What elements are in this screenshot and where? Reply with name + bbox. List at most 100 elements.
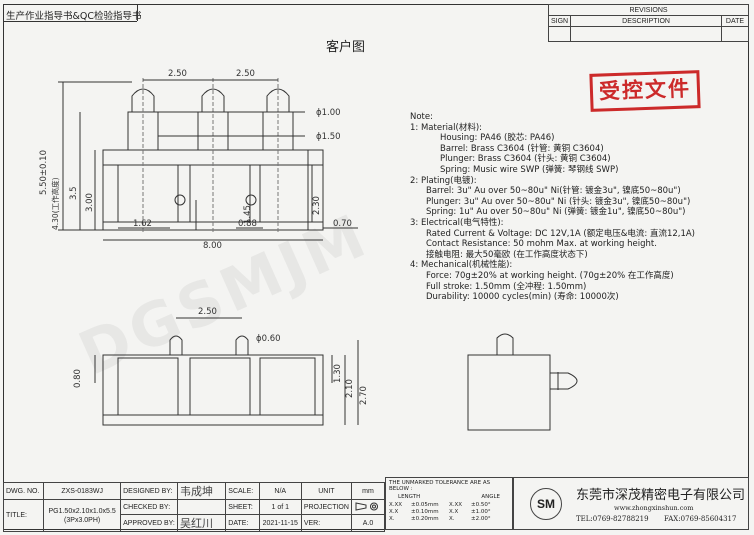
projection-icon — [355, 502, 378, 511]
tol-cell: X.X — [389, 509, 399, 515]
note-line: 1: Material(材料): — [410, 122, 483, 133]
dwg-no: ZXS-0183WJ — [43, 482, 122, 500]
checked-by — [176, 499, 227, 515]
tol-cell: X. — [449, 516, 455, 522]
revisions-table: REVISIONS SIGN DESCRIPTION DATE — [547, 4, 749, 42]
note-line: Full stroke: 1.50mm (全冲程: 1.50mm) — [426, 281, 587, 292]
title-block: DWG. NO. ZXS-0183WJ DESIGNED BY: 韦成坤 SCA… — [2, 482, 385, 532]
note-line: Contact Resistance: 50 mohm Max. at work… — [426, 239, 657, 250]
tol-cell: ±0.10mm — [411, 509, 439, 515]
company-block: SM 东莞市深茂精密电子有限公司 www.zhongxinshun.com TE… — [513, 477, 749, 530]
dim-length: 8.00 — [203, 241, 222, 251]
note-line: Plunger: 3u" Au over 50~80u" Ni (针头: 镀金3… — [426, 196, 691, 207]
tol-cell: ±1.00° — [471, 509, 491, 515]
tol-cell: ±0.20mm — [411, 516, 439, 522]
checked-label: CHECKED BY: — [120, 499, 178, 515]
housing-bottom — [102, 354, 324, 426]
scale-value: N/A — [258, 482, 302, 500]
header-divider — [3, 21, 137, 22]
dim-0-70: 0.70 — [333, 219, 352, 229]
dim-2-30: 2.30 — [312, 196, 322, 215]
drawing-title: 客户图 — [326, 40, 366, 55]
tol-angle-label: ANGLE — [481, 494, 500, 500]
dim-total-height: 5.50±0.10 — [39, 150, 49, 195]
dim-barrel-dia: ϕ1.50 — [316, 132, 341, 142]
side-view-body — [467, 354, 551, 431]
tol-cell: X. — [389, 516, 395, 522]
unit-label: UNIT — [300, 482, 353, 500]
dim-3-5: 3.5 — [69, 186, 79, 200]
ver-label: VER: — [300, 514, 353, 532]
tol-cell: ±0.05mm — [411, 502, 439, 508]
dim-2-10: 2.10 — [345, 379, 355, 398]
tol-cell: ±0.50° — [471, 502, 491, 508]
note-line: Housing: PA46 (胶芯: PA46) — [440, 133, 555, 144]
dim-working-height: 4.30(工作高度) — [50, 177, 60, 230]
dim-1-45: 1.45 — [243, 205, 253, 224]
note-line: Plunger: Brass C3604 (针头: 黄铜 C3604) — [440, 154, 611, 165]
notes-block: Note: 1: Material(材料): Housing: PA46 (胶芯… — [410, 112, 695, 303]
title-line-2: (3Px3.0PH) — [64, 516, 101, 524]
tol-cell: X.XX — [449, 502, 463, 508]
designed-label: DESIGNED BY: — [120, 482, 178, 500]
note-line: Rated Current & Voltage: DC 12V,1A (额定电压… — [426, 228, 696, 239]
dim-0-88: 0.88 — [238, 219, 257, 229]
dim-pad-dia: ϕ0.60 — [256, 334, 281, 344]
dwg-no-label: DWG. NO. — [2, 482, 45, 500]
dim-0-80: 0.80 — [73, 369, 83, 388]
approved-label: APPROVED BY: — [120, 514, 178, 532]
tol-row: X.X ±0.10mm X.X ±1.00° — [389, 509, 509, 516]
dim-bottom-pitch: 2.50 — [198, 307, 217, 317]
ver-value: A.0 — [351, 514, 385, 532]
sheet-label: SHEET: — [225, 499, 260, 515]
tol-title: THE UNMARKED TOLERANCE ARE AS BELOW : — [389, 480, 491, 492]
note-line: 接触电阻: 最大50毫欧 (在工作高度状态下) — [426, 249, 588, 260]
note-line: Spring: Music wire SWP (弹簧: 琴钢线 SWP) — [440, 164, 619, 175]
tol-cell: ±2.00° — [471, 516, 491, 522]
sheet-value: 1 of 1 — [258, 499, 302, 515]
tolerance-block: THE UNMARKED TOLERANCE ARE AS BELOW : LE… — [385, 477, 513, 530]
note-line: Barrel: 3u" Au over 50~80u" Ni(针管: 镀金3u"… — [426, 186, 681, 197]
dim-2-70: 2.70 — [359, 386, 369, 405]
tol-row: X. ±0.20mm X. ±2.00° — [389, 516, 509, 523]
note-line: Barrel: Brass C3604 (针管: 黄铜 C3604) — [440, 143, 604, 154]
date-value: 2021-11-15 — [258, 514, 302, 532]
dim-1-30: 1.30 — [333, 364, 343, 383]
note-line: Durability: 10000 cycles(min) (寿命: 10000… — [426, 292, 619, 303]
title-label: TITLE: — [2, 499, 45, 532]
designed-by: 韦成坤 — [176, 482, 227, 500]
tol-length-label: LENGTH — [398, 494, 421, 500]
company-tel: TEL:0769-82788219 — [576, 515, 649, 523]
doc-type-label: 生产作业指导书&QC检验指导书 — [6, 11, 142, 22]
tol-cell: X.XX — [389, 502, 403, 508]
note-line: Spring: 1u" Au over 50~80u" Ni (弹簧: 镀金1u… — [426, 207, 686, 218]
tol-row: X.XX ±0.05mm X.XX ±0.50° — [389, 502, 509, 509]
tol-cell: X.X — [449, 509, 459, 515]
projection-label: PROJECTION — [300, 499, 353, 515]
title-value: PG1.50x2.10x1.0x5.5 (3Px3.0PH) — [43, 499, 122, 532]
note-line: 4: Mechanical(机械性能): — [410, 260, 513, 271]
note-line: 3: Electrical(电气特性): — [410, 217, 504, 228]
unit-value: mm — [351, 482, 385, 500]
date-label: DATE: — [225, 514, 260, 532]
projection-symbol — [351, 499, 385, 515]
note-line: 2: Plating(电镀): — [410, 175, 477, 186]
header-divider-v — [137, 4, 138, 21]
dim-tip-dia: ϕ1.00 — [316, 108, 341, 118]
dim-3-00: 3.00 — [85, 193, 95, 212]
note-line: Note: — [410, 112, 433, 122]
company-name: 东莞市深茂精密电子有限公司 — [576, 488, 746, 503]
dim-pitch-right: 2.50 — [236, 69, 255, 79]
scale-label: SCALE: — [225, 482, 260, 500]
tol-header: LENGTH ANGLE — [386, 494, 512, 500]
title-line-1: PG1.50x2.10x1.0x5.5 — [48, 507, 116, 515]
dim-1-62: 1.62 — [133, 219, 152, 229]
approved-by: 吴红川 — [176, 514, 227, 532]
company-logo: SM — [530, 488, 562, 520]
company-fax: FAX:0769-85604317 — [664, 515, 737, 523]
tol-rows: X.XX ±0.05mm X.XX ±0.50° X.X ±0.10mm X.X ±1.00°… — [386, 500, 512, 523]
note-line: Force: 70g±20% at working height. (70g±2… — [426, 270, 674, 281]
company-website: www.zhongxinshun.com — [614, 504, 694, 512]
dim-pitch-left: 2.50 — [168, 69, 187, 79]
